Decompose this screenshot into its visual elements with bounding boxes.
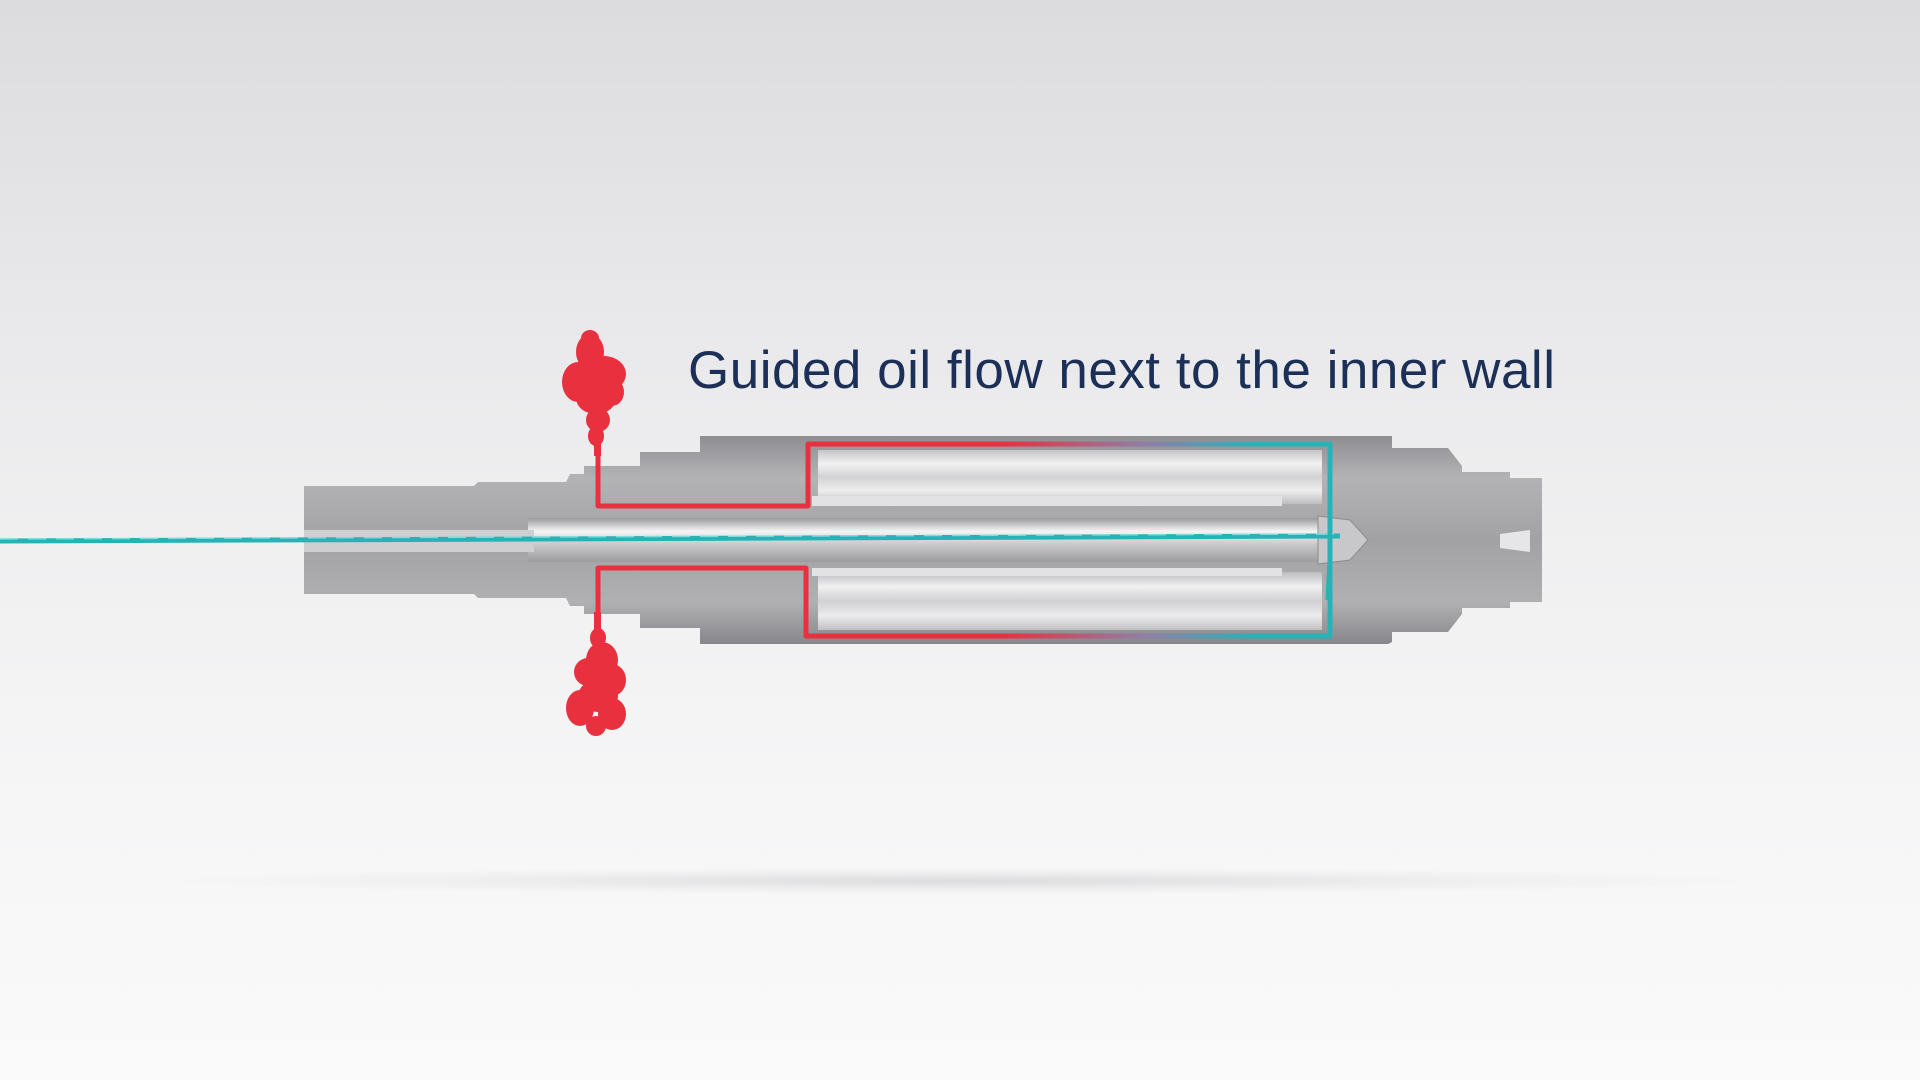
floor-shadow bbox=[180, 868, 1740, 894]
red-oil-splash-top-icon bbox=[562, 330, 626, 456]
lower-cavity bbox=[818, 572, 1322, 630]
red-oil-splash-bottom-icon bbox=[566, 612, 626, 736]
upper-cavity bbox=[818, 450, 1322, 504]
upper-cavity-lip bbox=[812, 496, 1282, 506]
coolant-stream-center bbox=[0, 533, 1341, 544]
lower-cavity-lip bbox=[812, 568, 1282, 576]
diagram-caption: Guided oil flow next to the inner wall bbox=[688, 341, 1556, 400]
flow-channel-lower bbox=[595, 540, 1333, 639]
holder-end-notch bbox=[1500, 530, 1530, 552]
